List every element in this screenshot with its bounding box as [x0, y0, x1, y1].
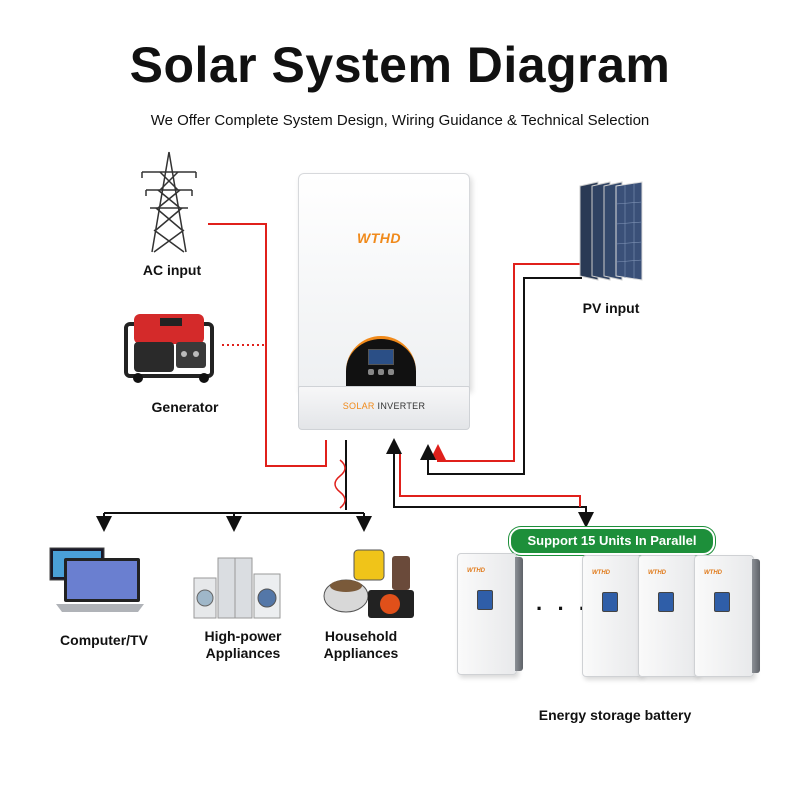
computer-tv-icon	[49, 547, 144, 612]
solar-panel-icon	[579, 181, 643, 281]
battery-logo: WTHD	[467, 568, 485, 574]
power-tower-icon	[141, 151, 197, 253]
battery-display	[602, 592, 618, 612]
generator-icon	[124, 314, 214, 383]
inverter-brand-logo: WTHD	[357, 230, 401, 246]
high-power-label-line1: High-power	[204, 628, 282, 644]
pv-wire-red	[430, 263, 582, 462]
battery-display	[714, 592, 730, 612]
inverter-body: WTHD	[298, 173, 470, 391]
pv-input-label: PV input	[582, 300, 640, 316]
battery-logo: WTHD	[648, 570, 666, 576]
battery-wire-black	[393, 452, 594, 528]
pv-wire-black	[420, 277, 582, 475]
household-label-line2: Appliances	[323, 645, 399, 661]
battery-wire-red	[399, 452, 581, 507]
battery-unit: WTHD	[457, 553, 523, 675]
battery-logo: WTHD	[592, 570, 610, 576]
battery-ellipsis: · · ·	[536, 596, 591, 621]
high-power-label-line2: Appliances	[205, 645, 281, 661]
household-label: Household Appliances	[306, 628, 416, 662]
inverter-base: SOLAR INVERTER	[298, 386, 470, 430]
high-power-label: High-power Appliances	[188, 628, 298, 662]
computer-tv-label: Computer/TV	[60, 632, 148, 648]
energy-storage-label: Energy storage battery	[538, 707, 692, 723]
ac-input-label: AC input	[142, 262, 202, 278]
battery-unit: WTHD	[694, 555, 760, 677]
parallel-support-badge: Support 15 Units In Parallel	[509, 527, 715, 555]
inverter-display	[368, 349, 394, 365]
household-label-line1: Household	[324, 628, 398, 644]
battery-display	[658, 592, 674, 612]
battery-unit: WTHD	[638, 555, 704, 677]
battery-display	[477, 590, 493, 610]
inverter-button	[378, 369, 384, 375]
appliances-icon	[193, 557, 281, 619]
inverter-label-inverter: INVERTER	[374, 401, 426, 411]
battery-unit: WTHD	[582, 555, 648, 677]
ac-input-wire	[208, 223, 327, 467]
page-title: Solar System Diagram	[129, 37, 671, 93]
inverter-button	[368, 369, 374, 375]
inverter-button	[388, 369, 394, 375]
household-appliances-icon	[323, 549, 414, 618]
generator-label: Generator	[151, 399, 219, 415]
inverter-label: SOLAR INVERTER	[299, 401, 469, 411]
inverter-control-panel	[346, 336, 416, 391]
battery-logo: WTHD	[704, 570, 722, 576]
inverter-label-solar: SOLAR	[342, 401, 375, 411]
solar-inverter: WTHD SOLAR INVERTER	[298, 173, 470, 430]
output-wire-wave	[334, 459, 346, 509]
page-subtitle: We Offer Complete System Design, Wiring …	[150, 112, 650, 129]
